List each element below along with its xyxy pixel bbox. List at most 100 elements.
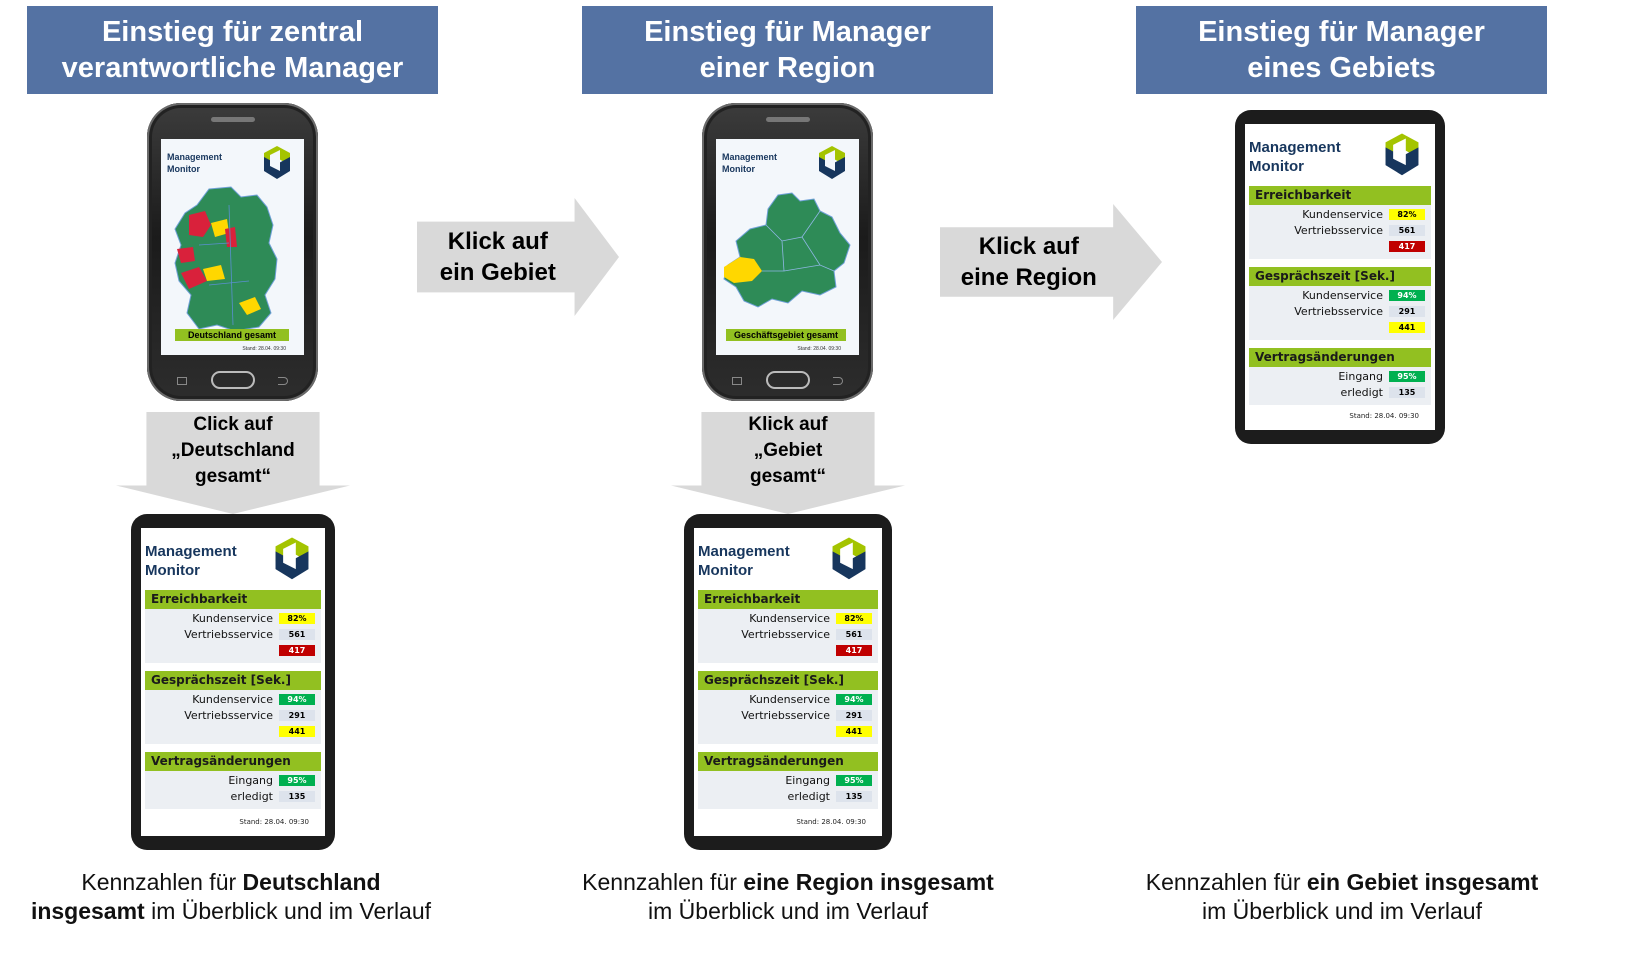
header-line2: verantwortliche Manager [61,52,404,84]
timestamp: Stand: 28.04. 09:30 [797,346,841,352]
kpi-label: Eingang [785,774,830,787]
kpi-value: 417 [836,645,872,656]
kpi-value: 561 [1389,225,1425,236]
kpi-value: 561 [836,629,872,640]
kpi-label: Kundenservice [1302,208,1383,221]
kpi-value: 94% [836,694,872,705]
timestamp: Stand: 28.04. 09:30 [242,346,286,352]
kpi-row[interactable]: 417 [1383,240,1425,253]
region-map[interactable] [722,191,854,311]
header-line1: Einstieg für Manager [644,16,931,48]
kpi-label: Kundenservice [192,612,273,625]
app-title-line2: Monitor [722,164,755,174]
kpi-value: 441 [836,726,872,737]
kpi-value: 95% [279,775,315,786]
kpi-label: erledigt [1340,386,1383,399]
section-header: Gesprächszeit [Sek.] [1249,267,1431,286]
kpi-row[interactable]: Vertriebsservice 561 [184,628,315,641]
kpi-label: Vertriebsservice [184,628,273,641]
arrow-label-line2: eine Region [960,264,1097,291]
home-button [210,371,255,389]
caption-bold: eine Region insgesamt [743,869,994,895]
area-total-button[interactable]: Geschäftsgebiet gesamt [726,329,846,341]
arrow-click-area: Klick auf ein Gebiet [417,198,619,316]
header-central-managers: Einstieg für zentral verantwortliche Man… [27,6,438,94]
arrow-label-line2: „Gebiet [753,440,823,461]
kpi-value: 417 [1389,241,1425,252]
header-region-managers: Einstieg für Manager einer Region [582,6,993,94]
header-line1: Einstieg für zentral [101,16,364,48]
header-line1: Einstieg für Manager [1198,16,1485,48]
timestamp: Stand: 28.04. 09:30 [796,818,866,826]
phone-screen: Management Monitor Deutschland gesamt St… [161,139,304,355]
caption-text: im Überblick und im Verlauf [1202,898,1482,924]
kpi-row[interactable]: 441 [1383,321,1425,334]
kpi-value: 95% [836,775,872,786]
app-logo-icon [819,146,845,179]
caption-bold: ein Gebiet insgesamt [1306,869,1539,895]
section-header: Vertragsänderungen [145,752,321,771]
kpi-row[interactable]: 441 [273,725,315,738]
caption-bold: Deutschland [242,869,381,895]
phone-germany: Management Monitor Deutschland gesamt St… [147,103,318,401]
app-title-line1: Management [722,152,778,162]
kpi-row[interactable]: Eingang 95% [228,774,315,787]
kpi-label: Kundenservice [749,612,830,625]
kpi-value: 135 [279,791,315,802]
arrow-label-line2: ein Gebiet [439,259,556,286]
kpi-row[interactable]: Kundenservice 82% [192,612,315,625]
arrow-label-line1: Klick auf [447,228,548,255]
app-title: Management Monitor [722,151,777,175]
kpi-label: Eingang [228,774,273,787]
caption-bold: insgesamt [30,898,145,924]
kpi-row[interactable]: 441 [830,725,872,738]
kpi-row[interactable]: 417 [273,644,315,657]
germany-map[interactable] [169,185,289,333]
germany-total-button[interactable]: Deutschland gesamt [175,329,289,341]
arrow-label-line2: „Deutschland [171,440,295,461]
section-header: Gesprächszeit [Sek.] [145,671,321,690]
section-header: Vertragsänderungen [1249,348,1431,367]
recent-apps-icon [732,377,742,385]
caption-area: Kennzahlen für ein Gebiet insgesamt im Ü… [1110,868,1574,926]
kpi-row[interactable]: Kundenservice 82% [749,612,872,625]
caption-region: Kennzahlen für eine Region insgesamt im … [548,868,1028,926]
home-button [765,371,810,389]
app-title-line2: Monitor [1249,158,1304,175]
kpi-value: 561 [279,629,315,640]
app-title-line1: Management [698,543,790,560]
timestamp: Stand: 28.04. 09:30 [239,818,309,826]
kpi-value: 94% [279,694,315,705]
kpi-label: Kundenservice [1302,289,1383,302]
arrow-label-line3: gesamt“ [194,466,272,487]
kpi-value: 82% [836,613,872,624]
phone-speaker [765,117,810,122]
phone-screen: Management Monitor Geschäftsgebiet gesam… [716,139,859,355]
caption-text: Kennzahlen für [582,869,744,895]
app-title-line2: Monitor [167,164,200,174]
arrow-click-area-total: Klick auf „Gebiet gesamt“ [671,412,905,514]
arrow-label-line1: Klick auf [748,414,828,435]
kpi-row[interactable]: 417 [830,644,872,657]
kpi-value: 82% [279,613,315,624]
caption-text: im Überblick und im Verlauf [144,898,432,924]
recent-apps-icon [177,377,187,385]
app-title-line2: Monitor [145,562,200,579]
kpi-row[interactable]: Eingang 95% [785,774,872,787]
